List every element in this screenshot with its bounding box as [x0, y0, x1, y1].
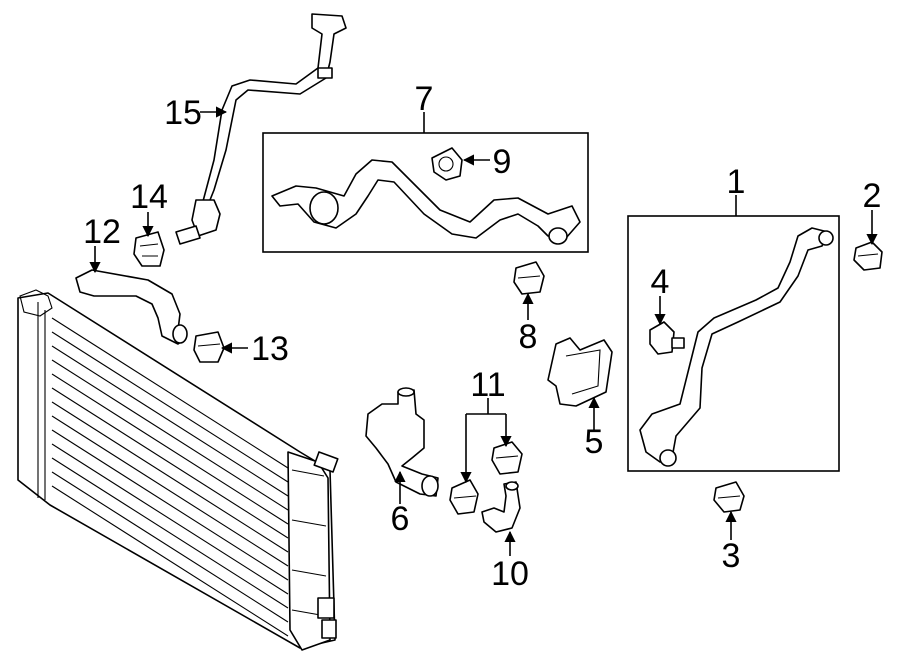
heater-hose-7: [271, 159, 581, 245]
clamp-13: [193, 331, 225, 363]
callout-12: 12: [83, 213, 121, 251]
clamp-3: [713, 481, 745, 513]
callout-9: 9: [493, 143, 512, 181]
callout-1: 1: [727, 163, 746, 201]
clip-9: [431, 147, 463, 181]
radiator-fin: [51, 401, 289, 553]
callout-14: 14: [130, 178, 168, 216]
callout-8: 8: [519, 318, 538, 356]
callout-2: 2: [863, 177, 882, 215]
radiator-fin: [51, 387, 289, 539]
bleed-hose-15: [175, 13, 347, 245]
radiator-fin: [51, 443, 289, 595]
radiator-fin: [51, 429, 289, 581]
group-box-7: [262, 132, 589, 253]
callout-10: 10: [491, 555, 529, 593]
radiator-hose-12: [75, 269, 188, 345]
radiator-fin: [51, 373, 289, 525]
callout-labels: 1 2 3 4 5 6 7 8 9 10 11 12 13 14 15: [83, 80, 881, 593]
hose-10: [481, 481, 521, 533]
clamp-11b: [491, 441, 523, 475]
clamp-2: [853, 241, 883, 271]
leader-lines: [89, 106, 878, 556]
callout-5: 5: [585, 423, 604, 461]
radiator-fin: [51, 345, 289, 497]
callout-3: 3: [722, 537, 741, 575]
clamp-8: [513, 261, 545, 295]
radiator-fin: [51, 359, 289, 511]
clamp-11a: [449, 479, 479, 515]
callout-4: 4: [651, 263, 670, 301]
group-box-1: [627, 215, 840, 472]
callout-6: 6: [391, 500, 410, 538]
callout-13: 13: [251, 330, 289, 368]
coolant-hose-1: [639, 227, 834, 467]
callout-7: 7: [415, 80, 434, 118]
callout-15: 15: [164, 94, 202, 132]
bracket-5: [547, 337, 613, 407]
radiator-fin: [51, 471, 289, 623]
callout-11: 11: [470, 366, 505, 404]
clamp-14: [133, 231, 165, 267]
radiator-fin: [51, 415, 289, 567]
bleed-screw-4: [649, 321, 685, 355]
radiator-fin: [51, 485, 289, 637]
radiator-fin: [51, 331, 289, 483]
radiator-fin: [51, 457, 289, 609]
water-pump-6: [365, 387, 439, 497]
radiator-fin: [51, 317, 289, 469]
radiator: [17, 289, 339, 651]
